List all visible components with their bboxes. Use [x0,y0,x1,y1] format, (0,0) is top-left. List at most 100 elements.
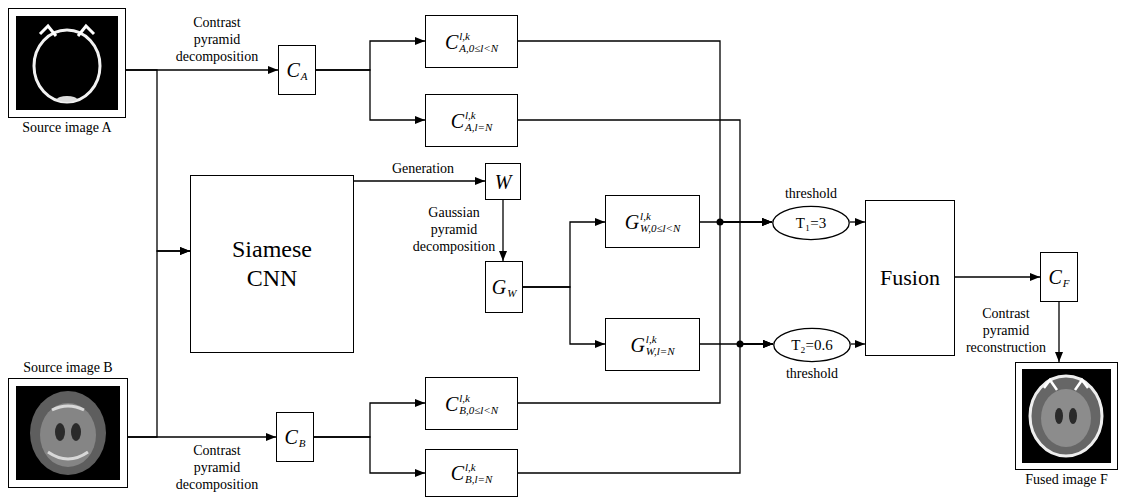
connector-arrow [502,200,503,261]
superscript: l,k [465,461,492,473]
threshold-ellipse: T₂=0.6threshold [773,327,851,363]
subscript: W [507,275,516,299]
subscript: B [299,425,306,449]
connector-arrow [523,222,605,287]
subscript: A,l=N [465,121,492,133]
symbol-letter: C [1048,266,1061,288]
edge-label: Contrast pyramid decomposition [172,442,262,493]
coefficient-box: Cl,kB,l=N [425,449,518,497]
symbol-letter: C [445,393,458,415]
coefficient-box: Cl,kA,0≤l<N [425,15,518,68]
fused-detail [1069,408,1077,424]
edge-label: Gaussian pyramid decomposition [410,204,498,255]
symbol-indices: A [301,58,308,82]
superscript: l,k [459,392,498,404]
symbol-letter: G [492,276,506,298]
source-image-frame: Source image A [8,8,126,118]
brain-detail [71,423,81,441]
connector-arrow [523,287,605,344]
edge-label: Contrast pyramid decomposition [172,14,262,65]
subscript: W,0≤l<N [640,222,680,234]
connector-arrow [316,70,425,120]
threshold-caption: threshold [743,366,881,382]
symbol-letter: G [625,211,639,233]
threshold-caption: threshold [742,186,880,202]
label-text: Siamese CNN [217,235,327,293]
fused-image [1022,369,1111,463]
brain-detail [48,406,88,459]
ct-image [16,16,118,110]
superscript: l,k [646,333,675,345]
symbol-indices: F [1063,265,1070,289]
label-text: Fusion [880,265,940,291]
superscript: l,k [640,210,680,222]
symbol-letter: C [284,426,297,448]
fused-detail [1044,380,1088,390]
fusion-box: Fusion [865,200,955,356]
superscript: l,k [465,109,492,121]
image-caption: Source image B [0,360,157,376]
mri-image [16,386,120,480]
superscript: l,k [459,30,498,42]
subscript: A [301,58,308,82]
box-label: Fusion [880,265,940,291]
symbol-indices: l,kB,0≤l<N [459,392,498,416]
symbol-letter: G [630,334,644,356]
math-symbol: CF [1048,265,1069,289]
pyramid-box: CF [1040,252,1078,302]
box-label: W [495,170,512,194]
fused-brain [1030,376,1102,456]
connector-arrow [955,276,1040,277]
connector-arrow [128,251,190,437]
subscript: A,0≤l<N [459,42,498,54]
brain [40,403,96,467]
symbol-indices: l,kB,l=N [465,461,492,485]
connector-arrow [851,343,865,344]
coefficient-box: Cl,kB,0≤l<N [425,377,518,430]
symbol-letter: C [445,31,458,53]
connector-arrow [518,120,773,344]
coefficient-box: Cl,kA,l=N [425,94,518,147]
box-label: Siamese CNN [217,235,327,293]
math-symbol: CB [284,425,305,449]
math-symbol: Cl,kB,0≤l<N [445,392,498,416]
connector-arrow [316,41,425,70]
symbol-indices: l,kW,l=N [646,333,675,357]
pyramid-box: CA [278,45,316,95]
math-symbol: Cl,kB,l=N [451,461,493,485]
brain [30,391,106,475]
symbol-indices: l,kA,0≤l<N [459,30,498,54]
math-symbol: GW [492,275,517,299]
math-symbol: Cl,kA,0≤l<N [445,30,498,54]
label-text: W [495,170,512,194]
ellipse-shape [774,328,850,361]
coefficient-box: Gl,kW,l=N [605,318,700,371]
weight-map-box: W [485,163,521,200]
edge-label: Contrast pyramid reconstruction [960,305,1052,356]
math-symbol: CA [286,58,307,82]
ellipse-shape [773,206,849,239]
connector-arrow [354,180,485,181]
subscript: F [1063,265,1070,289]
connector-arrow [128,436,276,437]
fused-detail [1055,408,1063,424]
math-symbol: Cl,kA,l=N [451,109,493,133]
pyramid-box: CB [276,412,314,462]
connector-arrow [850,221,865,222]
symbol-indices: l,kW,0≤l<N [640,210,680,234]
symbol-indices: W [507,275,516,299]
threshold-ellipse: T₁=3threshold [772,205,850,241]
network-box: Siamese CNN [190,175,354,353]
coefficient-box: Gl,kW,0≤l<N [605,195,700,248]
symbol-letter: C [451,462,464,484]
skull-detail [57,96,77,102]
fused-image-frame: Fused image F [1015,362,1118,470]
pyramid-box: GW [485,261,523,313]
connector-arrow [126,70,190,251]
symbol-letter: C [451,110,464,132]
image-caption: Fused image F [986,472,1124,488]
subscript: B,l=N [465,473,492,485]
brain-detail [55,423,65,441]
math-symbol: Gl,kW,l=N [630,333,674,357]
